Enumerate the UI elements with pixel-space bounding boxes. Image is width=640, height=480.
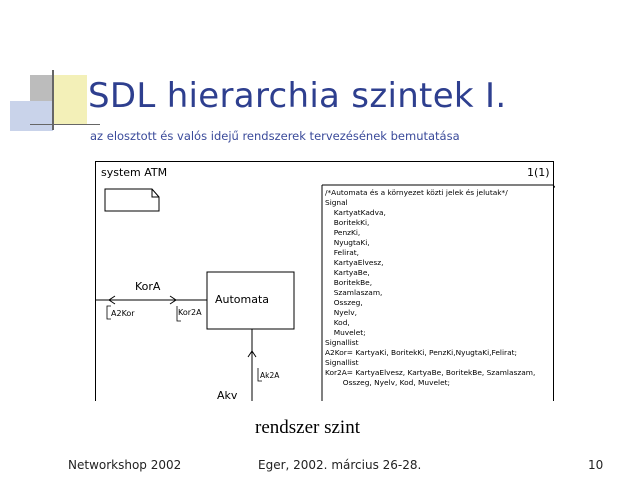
decor-square-yellow [53,75,87,125]
signallist-a2kor: A2Kor [111,309,135,318]
footer-page-number: 10 [588,458,604,472]
text-line: KartyaBe, [329,268,370,277]
text-line: PenzKi, [329,228,360,237]
channel-kora-label: KorA [135,280,161,293]
text-line: Nyelv, [329,308,357,317]
text-line: A2Kor= KartyaKi, BoritekKi, PenzKi,Nyugt… [325,348,517,357]
decor-line-vertical [52,70,54,130]
note-symbol [104,188,160,212]
text-line: Kod, [329,318,350,327]
text-line: Muvelet; [329,328,366,337]
signallist-kor2a: Kor2A [178,308,202,317]
sdl-system-diagram: system ATM 1(1) /*Automata és a környeze… [95,161,555,401]
footer-center: Eger, 2002. március 26-28. [258,458,422,472]
channel-akv-label: Akv [217,389,238,401]
signallist-a2kor-bracket [106,305,111,320]
block-label: Automata [215,293,269,306]
text-line: Signallist [325,338,359,347]
text-line: Felirat, [329,248,359,257]
text-line: NyugtaKi, [329,238,370,247]
text-symbol [321,184,555,401]
text-line: KartyaElvesz, [329,258,384,267]
system-label: system ATM [101,166,167,179]
slide-title: SDL hierarchia szintek I. [88,76,507,116]
arrow-left-icon [108,295,116,305]
decor-square-blue [10,101,53,131]
signallist-ak2a: Ak2A [260,371,280,380]
text-line: /*Automata és a környezet közti jelek és… [325,188,508,197]
footer-left: Networkshop 2002 [68,458,182,472]
signallist-kor2a-bracket [176,306,181,322]
arrow-up-icon [247,350,257,358]
signallist-ak2a-bracket [257,368,262,382]
slide-caption: rendszer szint [255,417,360,438]
arrow-right-icon [169,295,177,305]
slide-subtitle: az elosztott és valós idejű rendszerek t… [90,129,460,143]
text-symbol-lines: /*Automata és a környezet közti jelek és… [325,188,535,387]
text-line: Signal [325,198,348,207]
decor-line-horizontal [30,124,100,125]
text-line: Osszeg, Nyelv, Kod, Muvelet; [331,378,450,387]
text-line: Kor2A= KartyaElvesz, KartyaBe, BoritekBe… [325,368,535,377]
page-label: 1(1) [527,166,550,179]
text-line: BoritekKi, [329,218,369,227]
text-line: KartyatKadva, [329,208,386,217]
text-line: Signallist [325,358,359,367]
text-line: Szamlaszam, [329,288,382,297]
text-line: BoritekBe, [329,278,372,287]
text-line: Osszeg, [329,298,363,307]
